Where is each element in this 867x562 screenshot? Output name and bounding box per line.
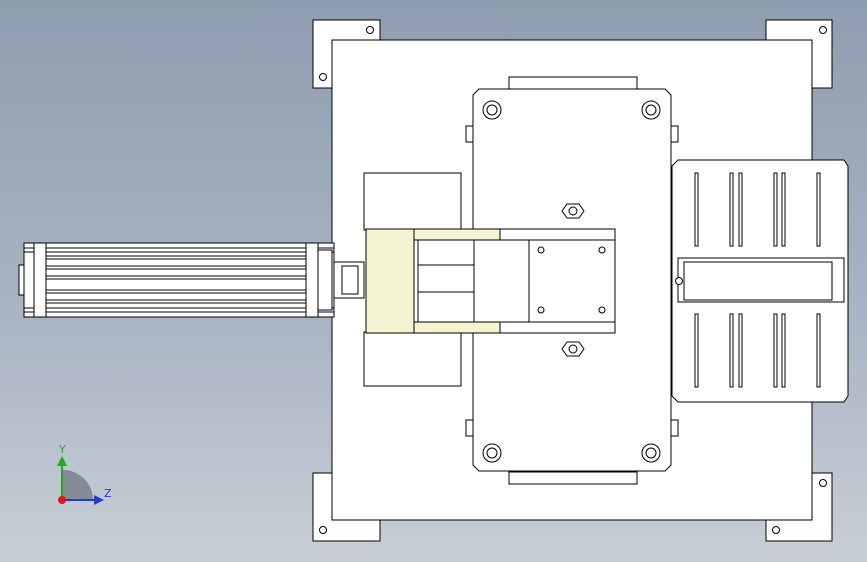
guide-carriage [365,228,616,334]
table-screw-top-right [641,100,661,120]
pneumatic-cylinder [18,242,365,318]
hex-nut-lower [561,341,585,357]
rail-end-bottom [508,471,638,485]
triad-origin [58,496,66,504]
coordinate-triad: Y Z [57,443,112,505]
gripper-tray [671,159,849,403]
table-screw-bottom-left [482,443,502,463]
hex-nut-upper [561,203,585,219]
triad-y-label: Y [58,443,66,456]
triad-z-label: Z [104,487,112,500]
cylinder-mount-upper [363,172,462,231]
table-screw-bottom-right [641,443,661,463]
rail-end-top [508,76,638,90]
triad-plane-shade [62,469,94,500]
cylinder-mount-lower [363,331,462,387]
table-screw-top-left [482,100,502,120]
